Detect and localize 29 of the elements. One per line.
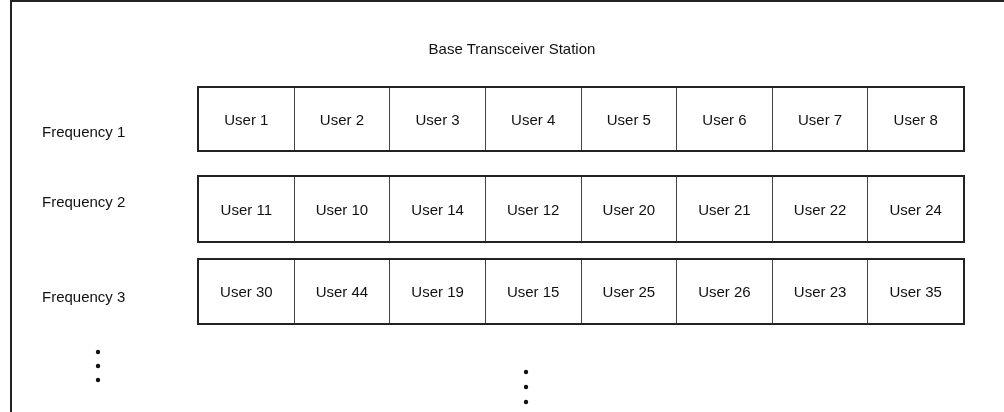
- time-slot-cell: User 23: [771, 260, 868, 323]
- time-slot-cell: User 25: [580, 260, 677, 323]
- time-slot-cell: User 20: [580, 177, 677, 241]
- time-slot-cell: User 44: [293, 260, 390, 323]
- time-slot-cell: User 19: [389, 260, 485, 323]
- time-slot-cell: User 4: [484, 88, 581, 150]
- frequency-label: Frequency 1: [42, 123, 126, 140]
- time-slot-cell: User 5: [580, 88, 677, 150]
- time-slot-cell: User 12: [484, 177, 581, 241]
- time-slot-cell: User 15: [484, 260, 581, 323]
- time-slot-cell: User 22: [771, 177, 868, 241]
- time-slot-cell: User 2: [293, 88, 390, 150]
- time-slot-cell: User 3: [389, 88, 485, 150]
- frequency-label: Frequency 2: [42, 193, 126, 210]
- station-title: Base Transceiver Station: [427, 40, 597, 57]
- time-slot-cell: User 7: [771, 88, 868, 150]
- time-slot-cell: User 1: [199, 88, 294, 150]
- time-slot-cell: User 35: [867, 260, 963, 323]
- time-slot-cell: User 10: [293, 177, 390, 241]
- frequency-label: Frequency 3: [42, 288, 126, 305]
- time-slot-cell: User 24: [867, 177, 963, 241]
- station-frame: [10, 0, 1004, 412]
- time-slot-cell: User 21: [676, 177, 772, 241]
- time-slot-cell: User 30: [199, 260, 294, 323]
- time-slot-cell: User 11: [199, 177, 294, 241]
- time-slot-cell: User 6: [676, 88, 772, 150]
- time-slot-cell: User 14: [389, 177, 485, 241]
- time-slot-cell: User 26: [676, 260, 772, 323]
- time-slot-cell: User 8: [867, 88, 963, 150]
